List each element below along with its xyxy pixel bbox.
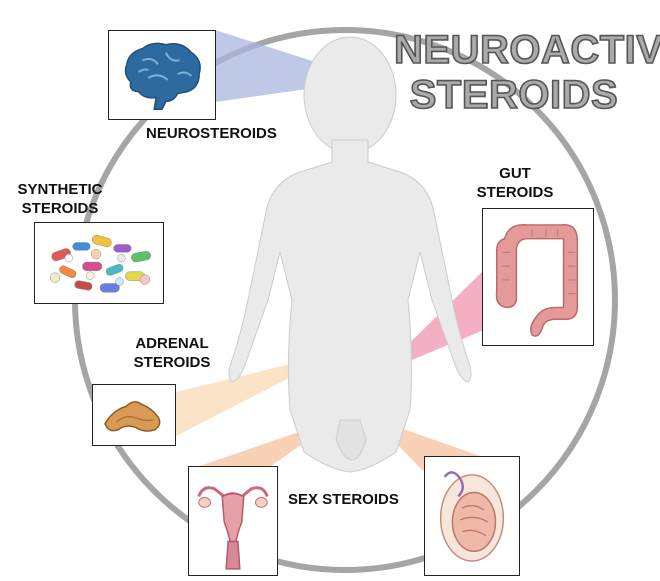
adrenal-line-2: STEROIDS	[122, 353, 222, 372]
sex-steroids-label: SEX STEROIDS	[288, 490, 399, 509]
title-line-1: NEUROACTIVE	[394, 28, 634, 73]
title-line-2: STEROIDS	[394, 73, 634, 118]
uterus-icon	[189, 467, 277, 575]
gut-steroids-image-box	[482, 208, 594, 346]
pills-icon	[35, 223, 163, 303]
diagram-title: NEUROACTIVE STEROIDS	[394, 28, 634, 118]
adrenal-steroids-image-box	[92, 384, 176, 446]
testis-icon	[425, 457, 519, 575]
sex-steroids-image-box-male	[424, 456, 520, 576]
synthetic-line-2: STEROIDS	[6, 199, 114, 218]
sex-steroids-image-box-female	[188, 466, 278, 576]
synthetic-steroids-image-box	[34, 222, 164, 304]
adrenal-steroids-label: ADRENAL STEROIDS	[122, 334, 222, 372]
neurosteroids-label: NEUROSTEROIDS	[146, 124, 277, 143]
gut-steroids-label: GUT STEROIDS	[470, 164, 560, 202]
neurosteroids-image-box	[108, 30, 216, 120]
brain-icon	[109, 31, 215, 119]
intestine-icon	[483, 209, 593, 345]
synthetic-line-1: SYNTHETIC	[6, 180, 114, 199]
adrenal-gland-icon	[93, 385, 175, 445]
adrenal-line-1: ADRENAL	[122, 334, 222, 353]
gut-line-2: STEROIDS	[470, 183, 560, 202]
synthetic-steroids-label: SYNTHETIC STEROIDS	[6, 180, 114, 218]
gut-line-1: GUT	[470, 164, 560, 183]
